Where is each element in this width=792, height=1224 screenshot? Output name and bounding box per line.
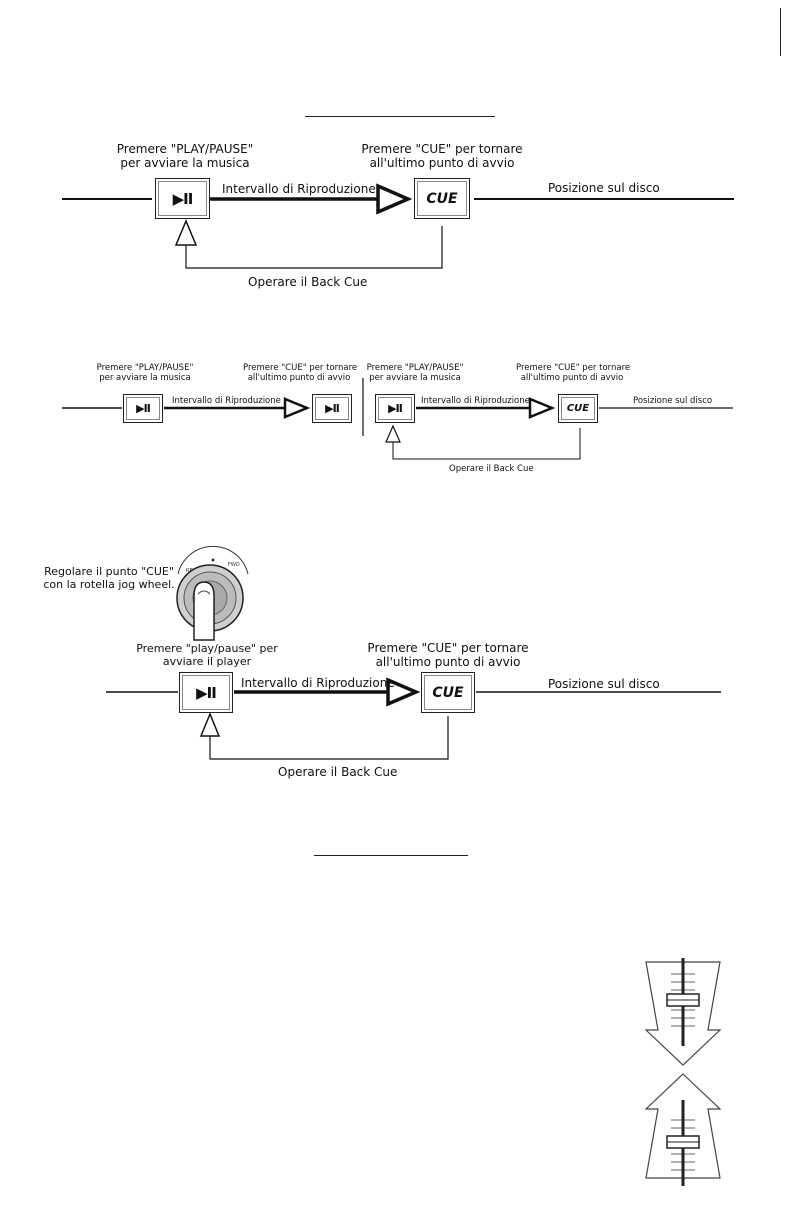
play-pause-button[interactable]: ▶II [155,178,210,219]
playback-interval-label-3: Intervallo di Riproduzione [241,676,395,690]
right-playback-interval-label: Intervallo di Riproduzione [421,396,530,406]
corner-crop-mark [780,8,781,56]
section-heading-underline-bottom [314,855,468,856]
section-heading-underline-top [305,116,495,117]
cue-instruction-label: Premere "CUE" per tornare all'ultimo pun… [361,142,523,170]
right-back-cue-label: Operare il Back Cue [449,464,534,474]
right-cue-instruction-label: Premere "CUE" per tornare all'ultimo pun… [516,363,631,383]
play-instruction-label: Premere "PLAY/PAUSE" per avviare la musi… [116,142,254,170]
left-playback-interval-label: Intervallo di Riproduzione [172,396,281,406]
right-play-pause-button[interactable]: ▶II [375,394,415,423]
jog-wheel-with-finger-icon: REV FWD [176,545,249,641]
back-cue-label: Operare il Back Cue [248,275,368,289]
play-pause-button-3[interactable]: ▶II [179,672,233,713]
cue-instruction-label-3: Premere "CUE" per tornare all'ultimo pun… [367,641,529,669]
right-play-instruction-label: Premere "PLAY/PAUSE" per avviare la musi… [366,363,464,383]
diagram-2-lines [62,378,733,460]
svg-text:FWD: FWD [228,562,240,568]
play-instruction-label-3: Premere "play/pause" per avviare il play… [136,642,278,668]
disc-position-label: Posizione sul disco [548,181,660,195]
disc-position-label-3: Posizione sul disco [548,677,660,691]
playback-interval-label: Intervallo di Riproduzione [222,182,376,196]
left-play-instruction-label: Premere "PLAY/PAUSE" per avviare la musi… [96,363,194,383]
left-play-pause-button[interactable]: ▶II [123,394,163,423]
cue-button-3[interactable]: CUE [421,672,475,713]
diagram-3-lines [106,677,721,760]
left-end-play-pause-button[interactable]: ▶II [312,394,352,423]
back-cue-label-3: Operare il Back Cue [278,765,398,779]
right-disc-position-label: Posizione sul disco [633,396,713,406]
left-cue-instruction-label: Premere "CUE" per tornare all'ultimo pun… [243,363,358,383]
right-cue-button[interactable]: CUE [558,394,598,423]
jog-instruction-label: Regolare il punto "CUE" con la rotella j… [43,565,175,591]
cue-button[interactable]: CUE [414,178,470,219]
diagram-1-lines [62,183,734,269]
